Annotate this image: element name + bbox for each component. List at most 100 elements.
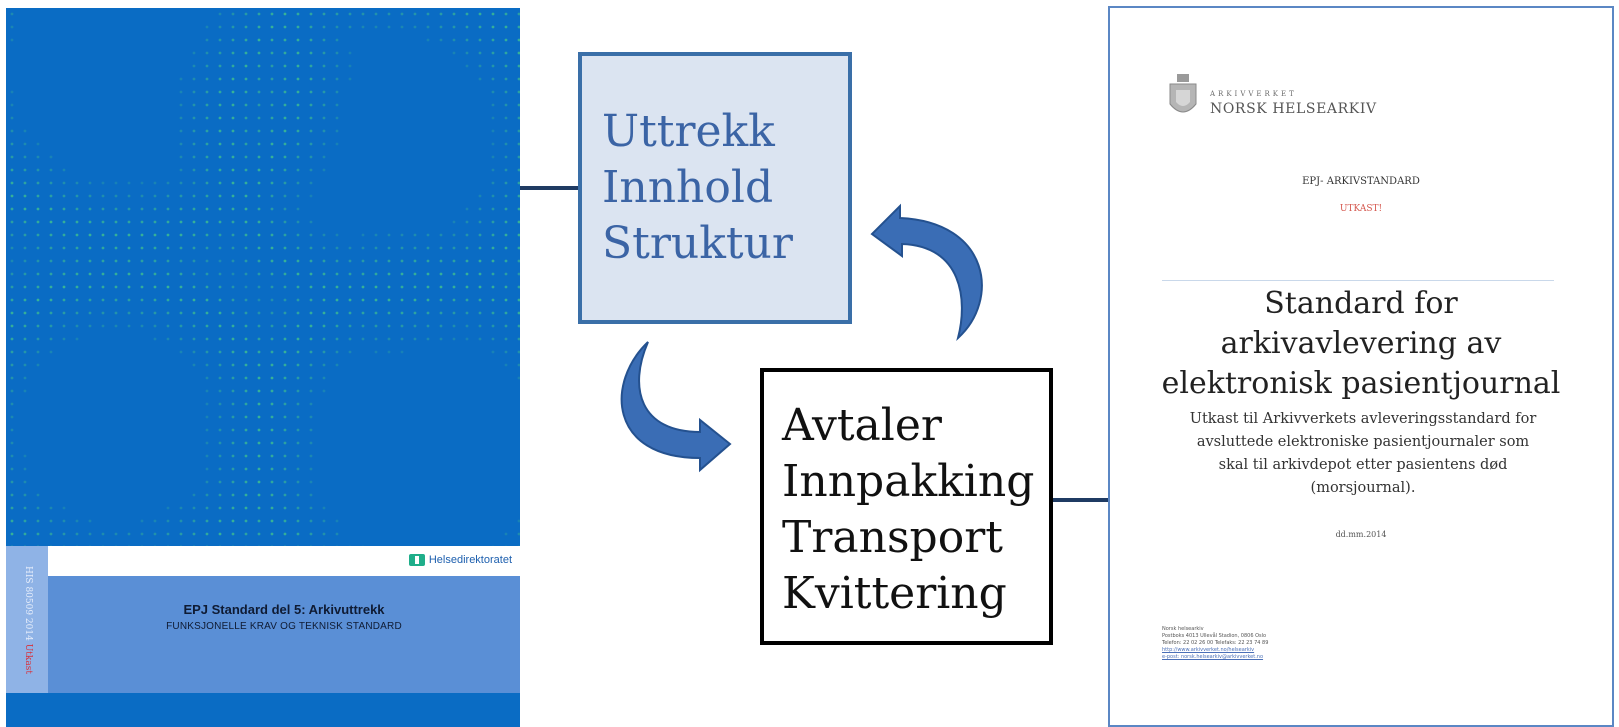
pattern-dot xyxy=(153,194,157,198)
pattern-dot xyxy=(257,389,261,393)
pattern-dot xyxy=(218,103,222,107)
pattern-dot xyxy=(62,220,66,224)
pattern-dot xyxy=(270,428,274,432)
pattern-dot xyxy=(361,285,365,289)
pattern-dot xyxy=(218,441,222,445)
pattern-dot xyxy=(205,532,209,536)
pattern-dot xyxy=(218,311,222,315)
pattern-dot xyxy=(36,246,40,250)
pattern-dot xyxy=(127,285,131,289)
pattern-dot xyxy=(309,259,313,263)
pattern-dot xyxy=(23,259,27,263)
pattern-dot xyxy=(335,116,339,120)
pattern-dot xyxy=(504,64,508,68)
pattern-dot xyxy=(153,337,157,341)
pattern-dot xyxy=(62,181,66,185)
pattern-dot xyxy=(23,207,27,211)
pattern-dot xyxy=(62,233,66,237)
pattern-dot xyxy=(335,311,339,315)
pattern-dot xyxy=(504,116,508,120)
pattern-dot xyxy=(374,259,378,263)
pattern-dot xyxy=(88,311,92,315)
doc-contact: Norsk helsearkiv Postboks 4013 Ullevål S… xyxy=(1162,626,1268,661)
pattern-dot xyxy=(257,441,261,445)
pattern-dot xyxy=(335,337,339,341)
pattern-dot xyxy=(296,493,300,497)
pattern-dot xyxy=(127,272,131,276)
pattern-dot xyxy=(244,181,248,185)
pattern-dot xyxy=(465,25,469,29)
pattern-dot xyxy=(75,337,79,341)
pattern-dot xyxy=(36,272,40,276)
pattern-dot xyxy=(335,51,339,55)
pattern-dot xyxy=(491,25,495,29)
pattern-dot xyxy=(452,311,456,315)
pattern-dot xyxy=(517,77,520,81)
contact-website-link[interactable]: http://www.arkivverket.no/helsearkiv xyxy=(1162,647,1255,653)
pattern-dot xyxy=(296,77,300,81)
pattern-dot xyxy=(244,441,248,445)
publisher-name: Helsedirektoratet xyxy=(428,554,512,566)
pattern-dot xyxy=(270,506,274,510)
pattern-dot xyxy=(231,246,235,250)
pattern-dot xyxy=(205,77,209,81)
pattern-dot xyxy=(166,220,170,224)
pattern-dot xyxy=(400,259,404,263)
pattern-dot xyxy=(192,337,196,341)
spine-code: HIS 80509 2014 xyxy=(23,566,33,641)
pattern-dot xyxy=(517,363,520,367)
pattern-dot xyxy=(491,168,495,172)
pattern-dot xyxy=(205,376,209,380)
pattern-dot xyxy=(114,285,118,289)
pattern-dot xyxy=(244,259,248,263)
pattern-dot xyxy=(348,337,352,341)
pattern-dot xyxy=(192,129,196,133)
pattern-dot xyxy=(218,142,222,146)
pattern-dot xyxy=(166,233,170,237)
pattern-dot xyxy=(244,298,248,302)
pattern-dot xyxy=(491,155,495,159)
pattern-dot xyxy=(36,155,40,159)
pattern-dot xyxy=(23,467,27,471)
pattern-dot xyxy=(283,285,287,289)
pattern-dot xyxy=(361,324,365,328)
pattern-dot xyxy=(257,324,261,328)
pattern-dot xyxy=(244,285,248,289)
pattern-dot xyxy=(23,168,27,172)
pattern-dot xyxy=(140,311,144,315)
pattern-dot xyxy=(322,350,326,354)
pattern-dot xyxy=(205,324,209,328)
pattern-dot xyxy=(179,129,183,133)
pattern-dot xyxy=(75,272,79,276)
pattern-dot xyxy=(244,233,248,237)
pattern-dot xyxy=(205,181,209,185)
pattern-dot xyxy=(322,259,326,263)
pattern-dot xyxy=(192,311,196,315)
pattern-dot xyxy=(49,506,53,510)
pattern-dot xyxy=(361,233,365,237)
pattern-dot xyxy=(348,246,352,250)
pattern-dot xyxy=(283,350,287,354)
pattern-dot xyxy=(62,311,66,315)
pattern-dot xyxy=(478,311,482,315)
pattern-dot xyxy=(231,181,235,185)
pattern-dot xyxy=(504,25,508,29)
pattern-dot xyxy=(192,259,196,263)
pattern-dot xyxy=(75,519,79,523)
pattern-dot xyxy=(296,259,300,263)
pattern-dot xyxy=(75,220,79,224)
pattern-dot xyxy=(361,298,365,302)
pattern-dot xyxy=(426,38,430,42)
pattern-dot xyxy=(400,298,404,302)
pattern-dot xyxy=(296,532,300,536)
pattern-dot xyxy=(244,324,248,328)
pattern-dot xyxy=(166,519,170,523)
pattern-dot xyxy=(387,337,391,341)
pattern-dot xyxy=(10,532,14,536)
pattern-dot xyxy=(88,220,92,224)
pattern-dot xyxy=(218,428,222,432)
pattern-dot xyxy=(10,441,14,445)
contact-email-link[interactable]: e-post: norsk.helsearkiv@arkivverket.no xyxy=(1162,654,1264,660)
pattern-dot xyxy=(478,220,482,224)
pattern-dot xyxy=(309,532,313,536)
